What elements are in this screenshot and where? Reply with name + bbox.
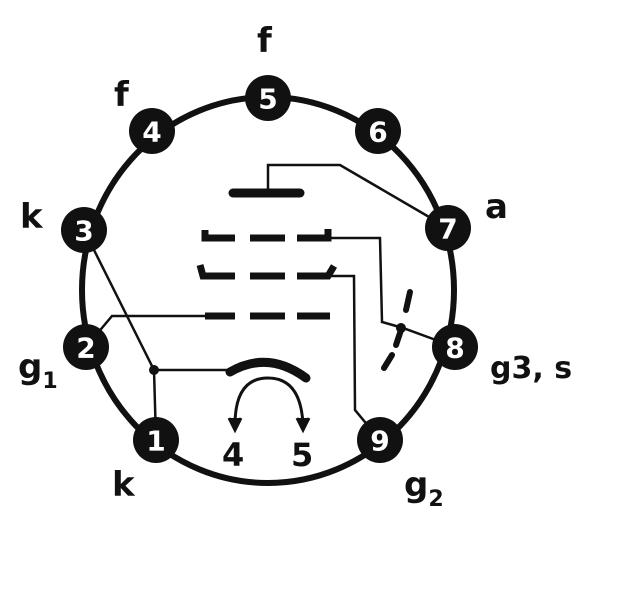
svg-text:8: 8 bbox=[445, 332, 464, 365]
pin5-label: f bbox=[257, 21, 273, 61]
pin-4: 4 bbox=[129, 108, 175, 154]
svg-text:2: 2 bbox=[76, 332, 95, 365]
pin-7: 7 bbox=[425, 205, 471, 251]
pin-9: 9 bbox=[357, 417, 403, 463]
svg-text:9: 9 bbox=[370, 425, 389, 458]
grid-g2 bbox=[196, 264, 381, 441]
svg-text:7: 7 bbox=[438, 213, 457, 246]
pin2-label: g1 bbox=[18, 347, 58, 394]
pin-3: 3 bbox=[61, 207, 107, 253]
internal-shield bbox=[381, 289, 413, 371]
svg-text:3: 3 bbox=[74, 215, 93, 248]
svg-text:5: 5 bbox=[258, 83, 277, 116]
svg-text:4: 4 bbox=[142, 116, 161, 149]
pin-5: 5 bbox=[245, 75, 291, 121]
pin-8: 8 bbox=[432, 324, 478, 370]
pin9-label: g2 bbox=[404, 465, 444, 512]
pin7-label: a bbox=[485, 187, 508, 227]
pin-2: 2 bbox=[63, 324, 109, 370]
pin3-label: k bbox=[20, 197, 44, 237]
heater-label-4: 4 bbox=[222, 436, 244, 474]
pin1-label: k bbox=[112, 465, 136, 505]
heater-label-5: 5 bbox=[291, 436, 313, 474]
pin-1: 1 bbox=[133, 417, 179, 463]
pin8-label: g3, s bbox=[490, 351, 572, 386]
pin-6: 6 bbox=[355, 108, 401, 154]
anode bbox=[228, 163, 449, 230]
svg-text:1: 1 bbox=[146, 425, 165, 458]
pin4-label: f bbox=[114, 75, 130, 115]
base-circle bbox=[79, 94, 457, 486]
grid-g3 bbox=[201, 229, 456, 349]
heater bbox=[227, 376, 311, 434]
svg-text:6: 6 bbox=[368, 116, 387, 149]
grid-g1 bbox=[85, 312, 330, 348]
cathode bbox=[82, 229, 311, 441]
